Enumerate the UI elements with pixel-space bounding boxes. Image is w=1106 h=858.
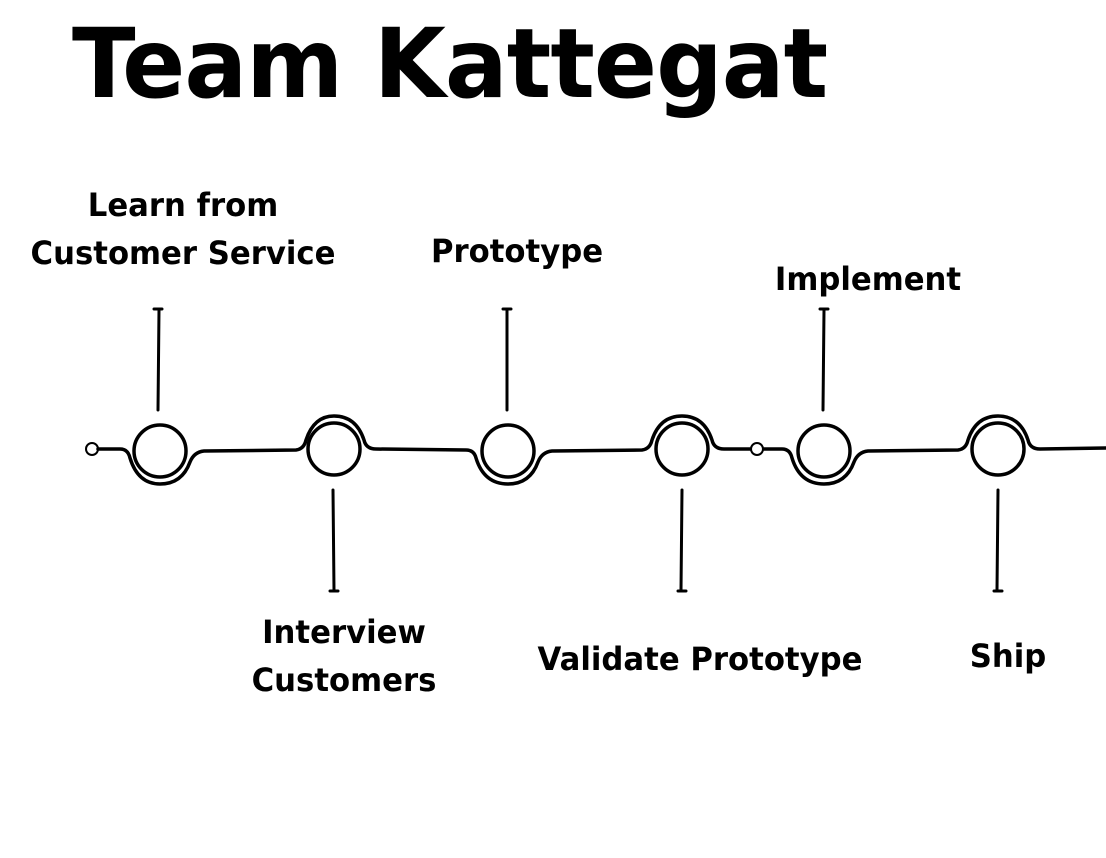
connector-node-icon — [750, 442, 764, 456]
timeline-start-icon — [85, 442, 99, 456]
stage-label-line: Implement — [774, 260, 962, 298]
stage-label-interview-customers: Interview Customers — [252, 608, 437, 704]
stage-circle-3 — [480, 423, 536, 479]
stage-circle-5 — [796, 423, 852, 479]
timeline-line-2 — [762, 414, 1106, 486]
stage-label-line: Learn from — [87, 186, 279, 224]
stage-circle-1 — [132, 423, 188, 479]
stem-3 — [501, 307, 513, 412]
stage-label-line: Interview — [262, 613, 426, 651]
stem-2 — [328, 488, 340, 593]
stage-label-implement: Implement — [775, 255, 961, 303]
page-title: Team Kattegat — [72, 8, 828, 120]
timeline-line — [96, 414, 752, 486]
stem-5 — [818, 307, 830, 412]
stage-circle-6 — [970, 421, 1026, 477]
stage-label-line: Ship — [969, 637, 1047, 675]
stem-6 — [992, 488, 1004, 593]
stem-4 — [676, 488, 688, 593]
stage-circle-2 — [306, 421, 362, 477]
stage-label-line: Customers — [251, 661, 437, 699]
stage-circle-4 — [654, 421, 710, 477]
stage-label-line: Validate Prototype — [537, 640, 863, 678]
stage-label-line: Prototype — [430, 232, 604, 270]
stem-1 — [152, 307, 164, 412]
stage-label-prototype: Prototype — [431, 227, 603, 275]
stage-label-line: Customer Service — [30, 234, 336, 272]
stage-label-learn-from-customer-service: Learn from Customer Service — [31, 181, 336, 277]
stage-label-validate-prototype: Validate Prototype — [538, 635, 863, 683]
stage-label-ship: Ship — [970, 632, 1047, 680]
